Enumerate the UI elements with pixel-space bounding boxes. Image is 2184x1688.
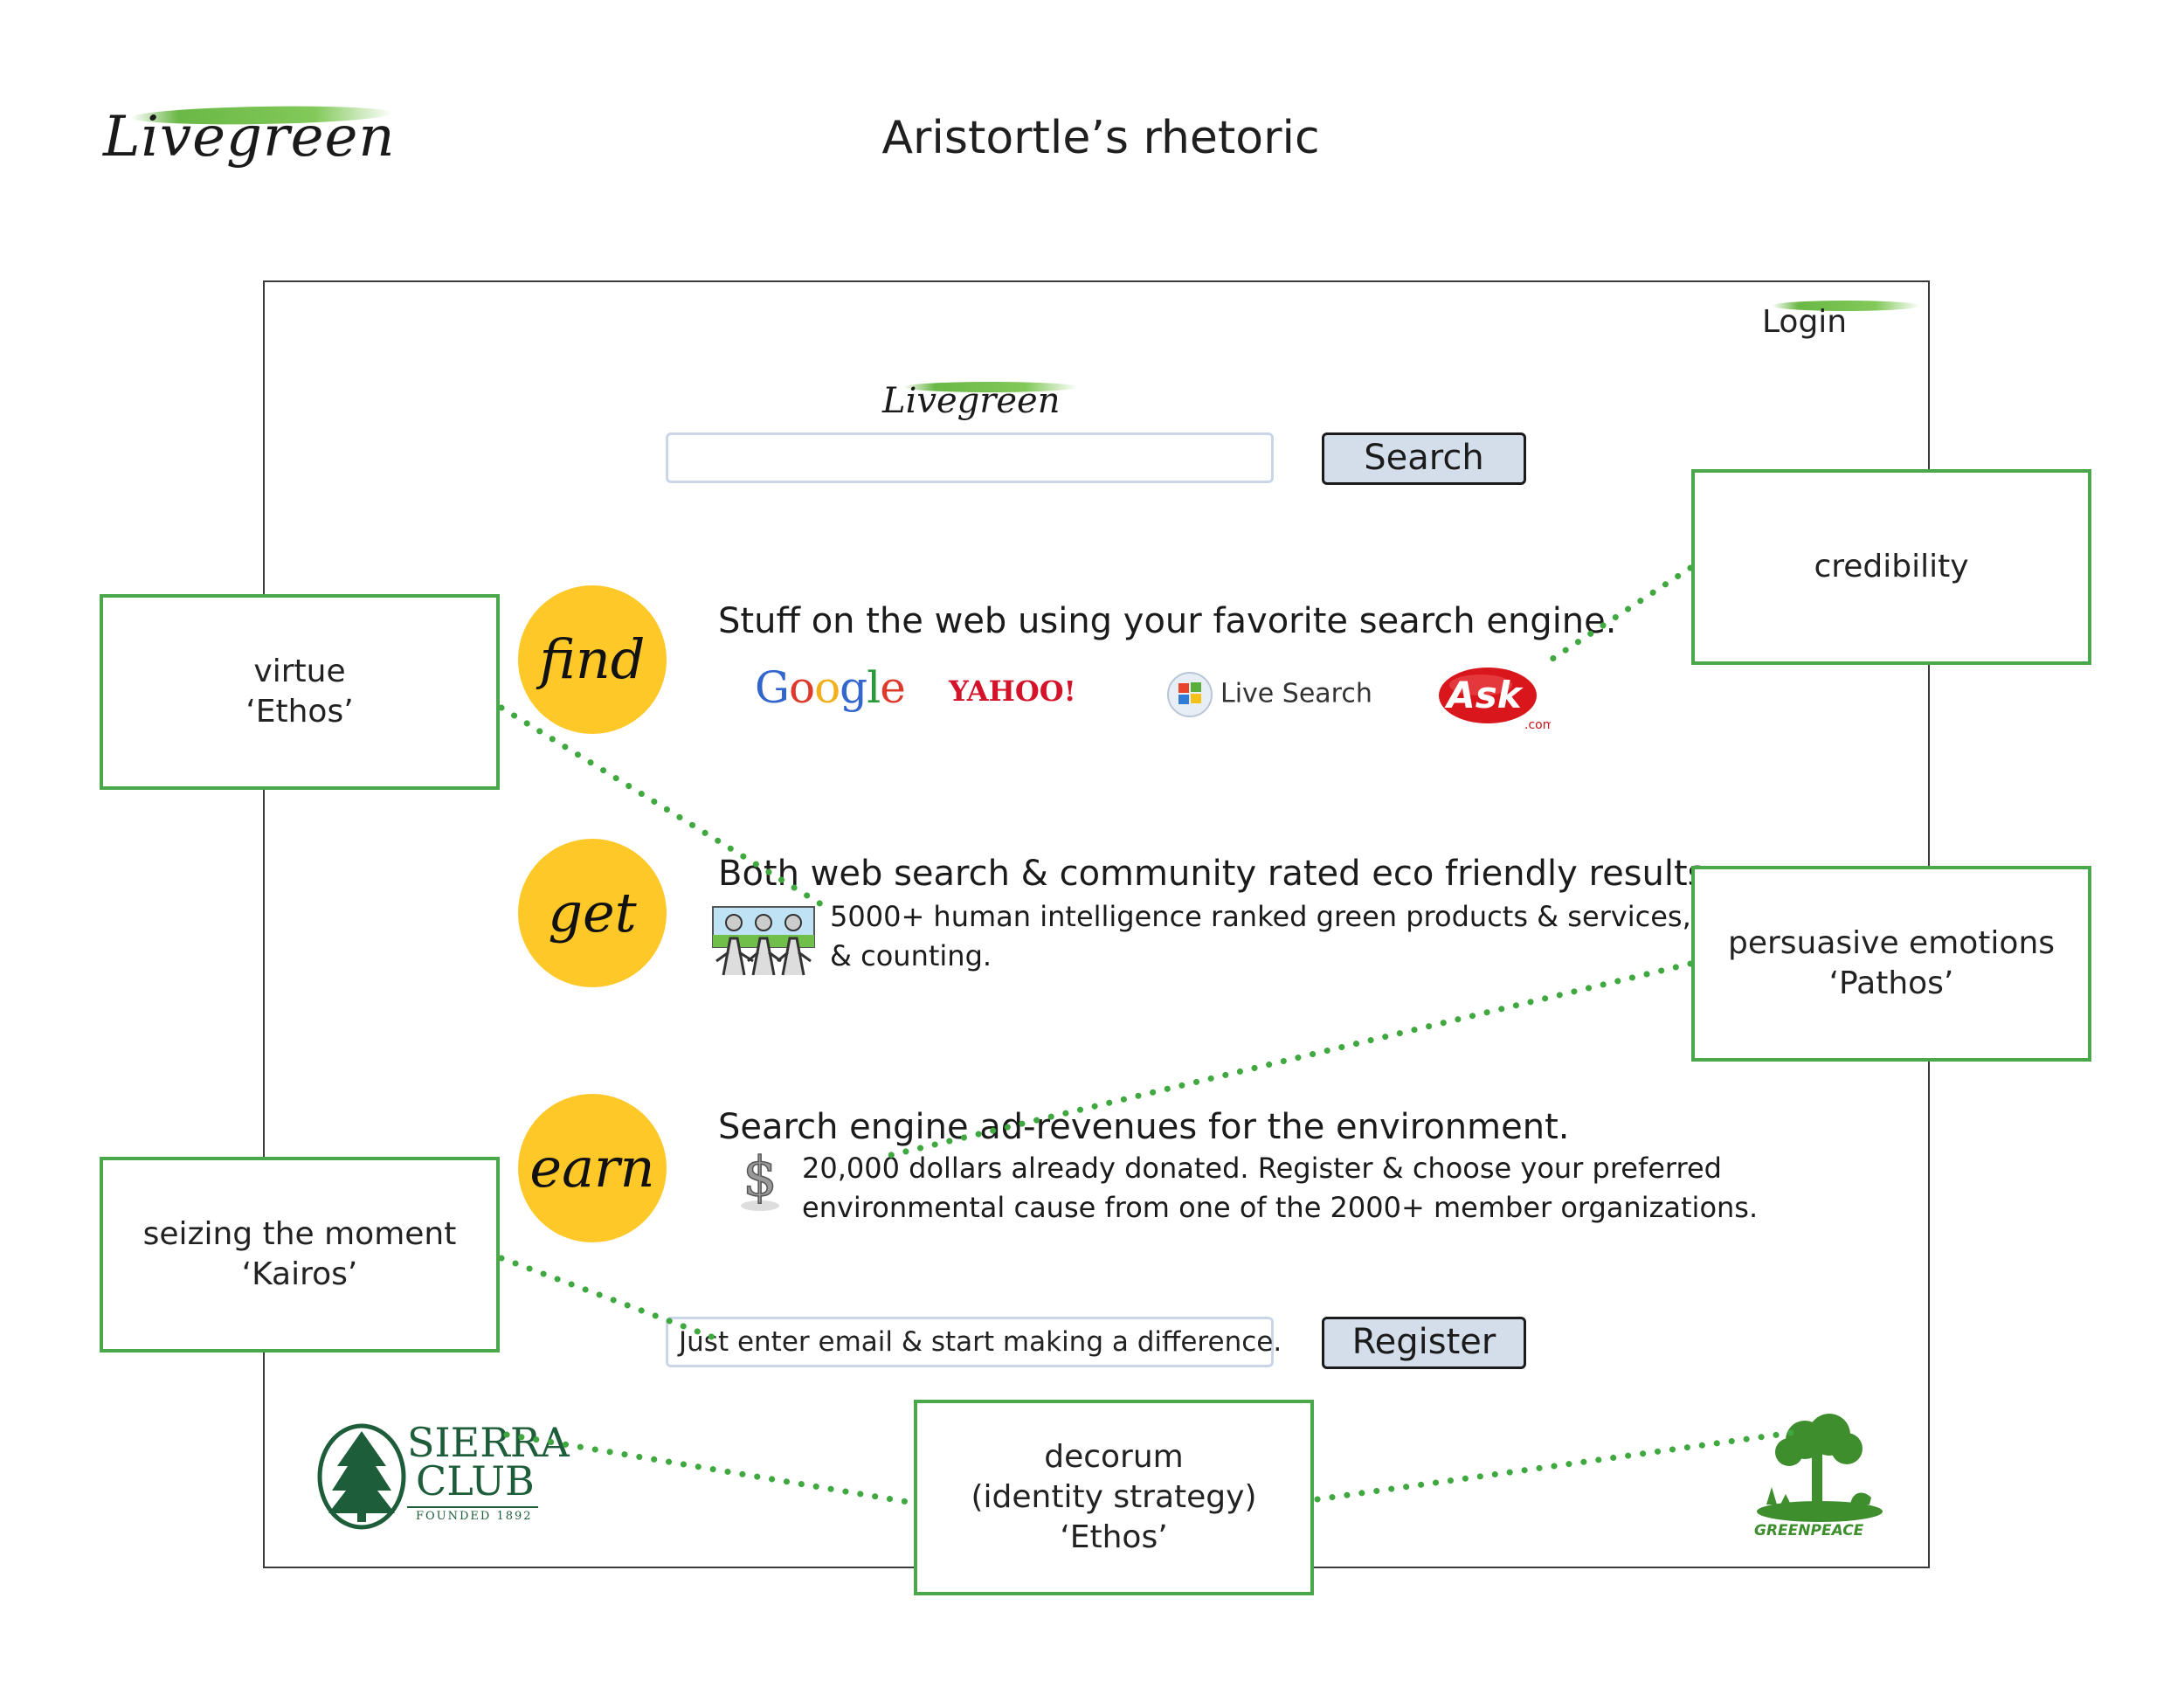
- annotation-decorum-line2: (identity strategy): [971, 1479, 1257, 1515]
- annotation-kairos-line2: ‘Kairos’: [241, 1256, 358, 1292]
- annotation-decorum-line3: ‘Ethos’: [1060, 1519, 1168, 1555]
- page-title: Aristortle’s rhetoric: [881, 112, 1320, 164]
- mock-brand-logo: Livegreen: [882, 381, 1061, 421]
- greenpeace-logo[interactable]: GREENPEACE: [1754, 1414, 1894, 1545]
- google-letter: o: [788, 662, 815, 713]
- live-search-label: Live Search: [1220, 678, 1372, 709]
- login-link[interactable]: Login: [1762, 304, 1848, 340]
- get-headline: Both web search & community rated eco fr…: [718, 854, 1717, 894]
- annotation-pathos-line2: ‘Pathos’: [1828, 965, 1954, 1001]
- ask-logo-com: .com: [1524, 718, 1551, 732]
- google-letter: g: [840, 662, 867, 713]
- get-badge: get: [518, 839, 667, 987]
- register-button[interactable]: Register: [1322, 1317, 1526, 1369]
- community-people-icon: [712, 906, 815, 976]
- get-detail-line2: & counting.: [830, 939, 992, 972]
- annotation-virtue-ethos: virtue ‘Ethos’: [100, 594, 500, 790]
- brand-logo: Livegreen: [103, 105, 396, 169]
- sierra-club-word2: CLUB: [416, 1457, 535, 1505]
- earn-headline: Search engine ad-revenues for the enviro…: [718, 1107, 1570, 1147]
- ask-logo-text: Ask: [1444, 674, 1524, 716]
- google-logo[interactable]: Google: [755, 662, 906, 713]
- ask-logo-mark: Ask .com: [1439, 668, 1554, 732]
- greenpeace-word: GREENPEACE: [1754, 1522, 1864, 1539]
- earn-detail-line2: environmental cause from one of the 2000…: [802, 1191, 1759, 1224]
- login-swash: [1772, 301, 1920, 311]
- annotation-virtue-line2: ‘Ethos’: [245, 694, 354, 730]
- annotation-decorum-line1: decorum: [1044, 1439, 1184, 1475]
- sierra-club-tree-icon: [317, 1423, 406, 1530]
- find-headline: Stuff on the web using your favorite sea…: [718, 601, 1617, 641]
- sierra-club-rule: [407, 1506, 538, 1508]
- earn-badge: earn: [518, 1094, 667, 1242]
- annotation-virtue-line1: virtue: [253, 654, 346, 689]
- annotation-credibility: credibility: [1691, 469, 2091, 665]
- sierra-club-founded: FOUNDED 1892: [416, 1510, 533, 1523]
- ask-logo[interactable]: Ask .com: [1437, 662, 1554, 736]
- google-letter: e: [880, 662, 906, 713]
- annotation-pathos-line1: persuasive emotions: [1727, 925, 2056, 961]
- google-letter: l: [867, 662, 881, 713]
- email-input[interactable]: Just enter email & start making a differ…: [666, 1317, 1282, 1367]
- windows-flag-icon: [1167, 672, 1213, 717]
- find-badge: find: [518, 585, 667, 734]
- google-letter: o: [814, 662, 840, 713]
- get-detail-line1: 5000+ human intelligence ranked green pr…: [830, 900, 1691, 933]
- greenpeace-tree-icon: [1757, 1414, 1883, 1522]
- mock-brand-swash: [903, 382, 1078, 392]
- annotation-decorum: decorum (identity strategy) ‘Ethos’: [914, 1400, 1314, 1595]
- search-input[interactable]: [666, 432, 1274, 483]
- google-letter: G: [755, 662, 790, 713]
- yahoo-logo[interactable]: YAHOO!: [949, 675, 1076, 708]
- svg-text:$: $: [743, 1145, 777, 1208]
- annotation-pathos: persuasive emotions ‘Pathos’: [1691, 866, 2091, 1062]
- sierra-club-logo[interactable]: SIERRA CLUB FOUNDED 1892: [316, 1422, 570, 1532]
- live-search-logo[interactable]: Live Search: [1166, 671, 1372, 718]
- annotation-credibility-line1: credibility: [1814, 549, 1969, 585]
- earn-detail-line1: 20,000 dollars already donated. Register…: [802, 1152, 1722, 1185]
- dollar-icon: $: [741, 1145, 779, 1211]
- search-button[interactable]: Search: [1322, 432, 1526, 485]
- annotation-kairos: seizing the moment ‘Kairos’: [100, 1157, 500, 1352]
- annotation-kairos-line1: seizing the moment: [142, 1216, 457, 1252]
